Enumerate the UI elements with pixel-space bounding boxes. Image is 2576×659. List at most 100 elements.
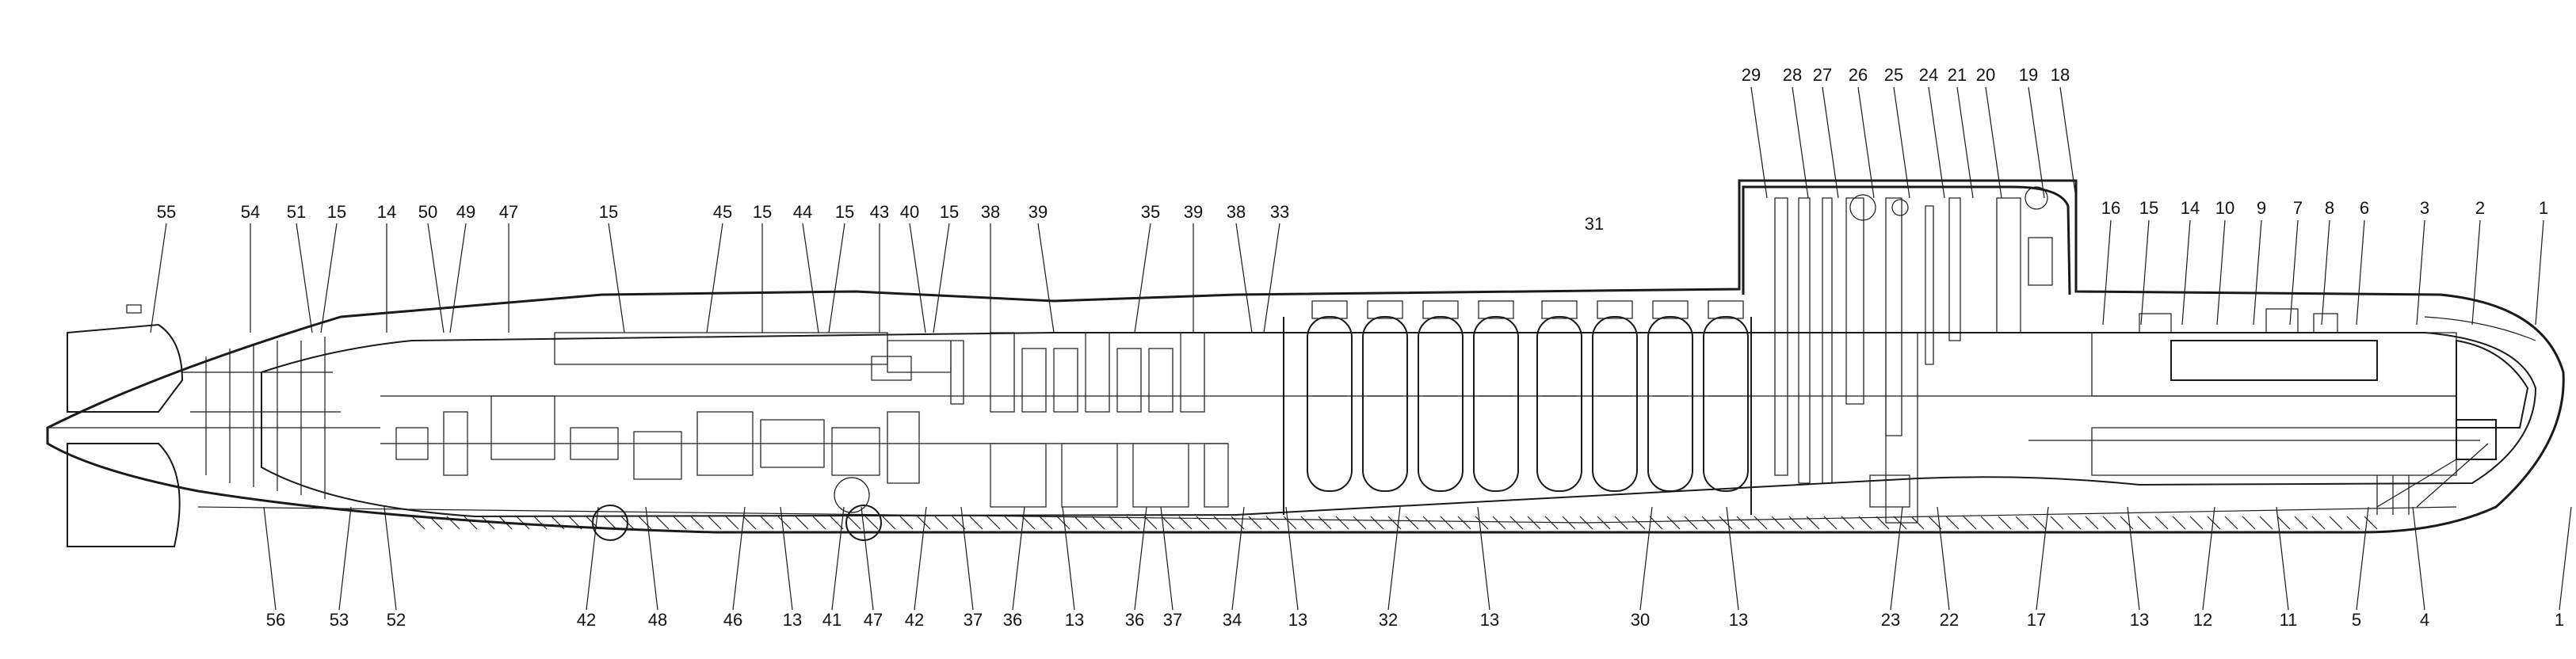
hatch-stroke — [1091, 516, 1105, 530]
label-51: 51 — [287, 202, 306, 222]
hatch-stroke — [742, 516, 757, 530]
hatch-stroke — [2137, 516, 2151, 530]
hatch-stroke — [1387, 516, 1402, 530]
hatch-stroke — [429, 516, 443, 530]
leader-line — [1263, 223, 1280, 333]
leader-line — [1937, 506, 1950, 611]
hatch-stroke — [2067, 516, 2082, 530]
leader-line — [802, 223, 819, 333]
hatch-stroke — [1666, 516, 1681, 530]
label-53: 53 — [330, 610, 349, 630]
leader-line — [1235, 223, 1253, 333]
hatch-stroke — [1754, 516, 1768, 530]
label-15: 15 — [599, 202, 618, 222]
hatch-stroke — [2346, 516, 2360, 530]
hatch-stroke — [620, 516, 635, 530]
hatch-stroke — [1806, 516, 1820, 530]
missile-tube — [1536, 316, 1582, 492]
label-46: 46 — [723, 610, 742, 630]
label-15: 15 — [327, 202, 346, 222]
label-43: 43 — [870, 202, 889, 222]
missile-tube — [1307, 316, 1353, 492]
hatch-stroke — [568, 516, 582, 530]
leader-line — [608, 223, 625, 333]
label-15: 15 — [940, 202, 959, 222]
leader-line — [2276, 506, 2289, 611]
hatch-stroke — [603, 516, 617, 530]
hatch-stroke — [1980, 516, 1994, 530]
hatch-stroke — [2294, 516, 2308, 530]
label-20: 20 — [1976, 65, 1995, 85]
tube-hatch — [1367, 300, 1403, 319]
hatch-stroke — [812, 516, 826, 530]
label-13: 13 — [1065, 610, 1084, 630]
hatch-stroke — [1370, 516, 1384, 530]
ballast-hatching — [411, 516, 2378, 530]
label-28: 28 — [1783, 65, 1802, 85]
leader-line — [909, 223, 926, 333]
bottom-labels: 56 53 52 42 48 46 13 41 47 42 37 36 13 3… — [266, 610, 2564, 630]
hatch-stroke — [673, 516, 687, 530]
missile-tube — [1473, 316, 1519, 492]
label-39: 39 — [1184, 202, 1203, 222]
label-23: 23 — [1881, 610, 1900, 630]
label-17: 17 — [2027, 610, 2046, 630]
label-19: 19 — [2019, 65, 2038, 85]
hatch-stroke — [655, 516, 670, 530]
hatch-stroke — [464, 516, 478, 530]
hatch-stroke — [1457, 516, 1471, 530]
leader-line — [2321, 219, 2330, 326]
hatch-stroke — [987, 516, 1001, 530]
hatch-stroke — [1998, 516, 2012, 530]
leader-line — [1750, 86, 1768, 199]
hatch-stroke — [2015, 516, 2029, 530]
hatch-stroke — [1597, 516, 1611, 530]
missile-tube — [1592, 316, 1638, 492]
hatch-stroke — [708, 516, 722, 530]
hatch-stroke — [1265, 516, 1280, 530]
leader-line — [1062, 506, 1075, 611]
leader-line — [2102, 219, 2112, 326]
leader-line — [296, 223, 313, 333]
auxiliary-tanks — [950, 332, 1229, 508]
label-56: 56 — [266, 610, 285, 630]
label-13: 13 — [2130, 610, 2149, 630]
hatch-stroke — [1631, 516, 1646, 530]
hatch-stroke — [1405, 516, 1419, 530]
leader-line — [2412, 506, 2425, 611]
leader-line — [831, 506, 845, 611]
label-9: 9 — [2257, 198, 2266, 218]
hatch-stroke — [481, 516, 495, 530]
label-47: 47 — [864, 610, 883, 630]
leader-line — [2202, 506, 2215, 611]
label-36: 36 — [1125, 610, 1144, 630]
leader-line — [2535, 219, 2544, 326]
hatch-stroke — [1126, 516, 1140, 530]
hatch-stroke — [2311, 516, 2326, 530]
label-33: 33 — [1270, 202, 1289, 222]
leader-line — [1231, 506, 1245, 611]
stern-section — [48, 304, 380, 547]
hatch-stroke — [1719, 516, 1733, 530]
leader-line — [320, 223, 338, 333]
label-5: 5 — [2352, 610, 2361, 630]
label-31: 31 — [1585, 214, 1604, 234]
hatch-stroke — [1945, 516, 1960, 530]
hatch-stroke — [586, 516, 600, 530]
hatch-stroke — [725, 516, 739, 530]
label-12: 12 — [2193, 610, 2212, 630]
hatch-stroke — [1858, 516, 1872, 530]
label-8: 8 — [2325, 198, 2334, 218]
leader-line — [1477, 506, 1490, 611]
bow-frames — [2376, 475, 2410, 515]
hatch-stroke — [1910, 516, 1925, 530]
hatch-stroke — [1300, 516, 1315, 530]
hatch-stroke — [1788, 516, 1803, 530]
leader-line — [914, 506, 927, 611]
leader-line — [150, 223, 167, 333]
leader-line — [2356, 219, 2365, 326]
tube-hatch — [1597, 300, 1633, 319]
hatch-stroke — [551, 516, 565, 530]
hatch-stroke — [1213, 516, 1227, 530]
